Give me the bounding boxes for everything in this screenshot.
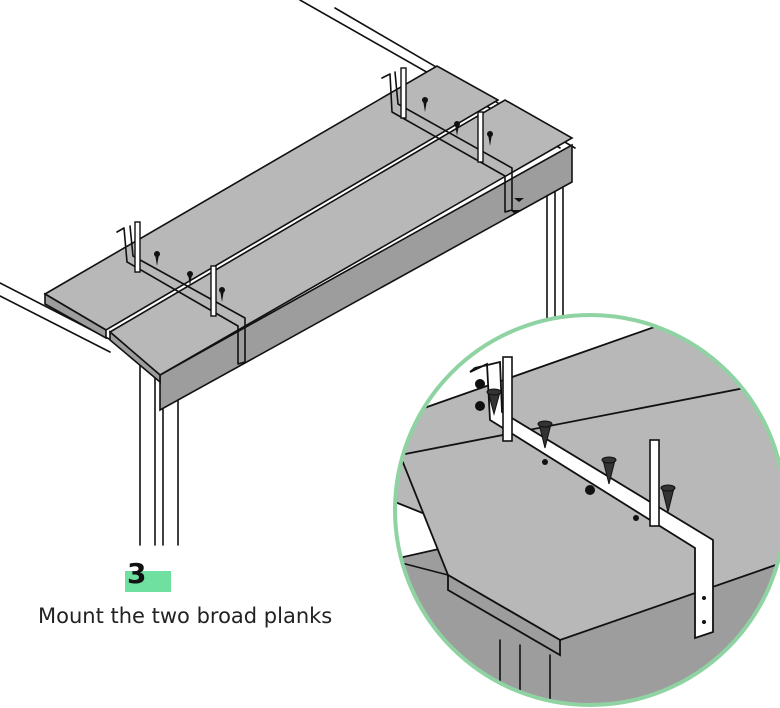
step-number: 3: [125, 556, 171, 592]
dowel-icon: [134, 67, 484, 317]
broad-planks: [43, 65, 574, 412]
bracket-icon: [116, 71, 513, 365]
screw-icon: [154, 97, 524, 302]
step-caption: Mount the two broad planks: [38, 604, 333, 628]
zoom-detail: [393, 313, 780, 707]
